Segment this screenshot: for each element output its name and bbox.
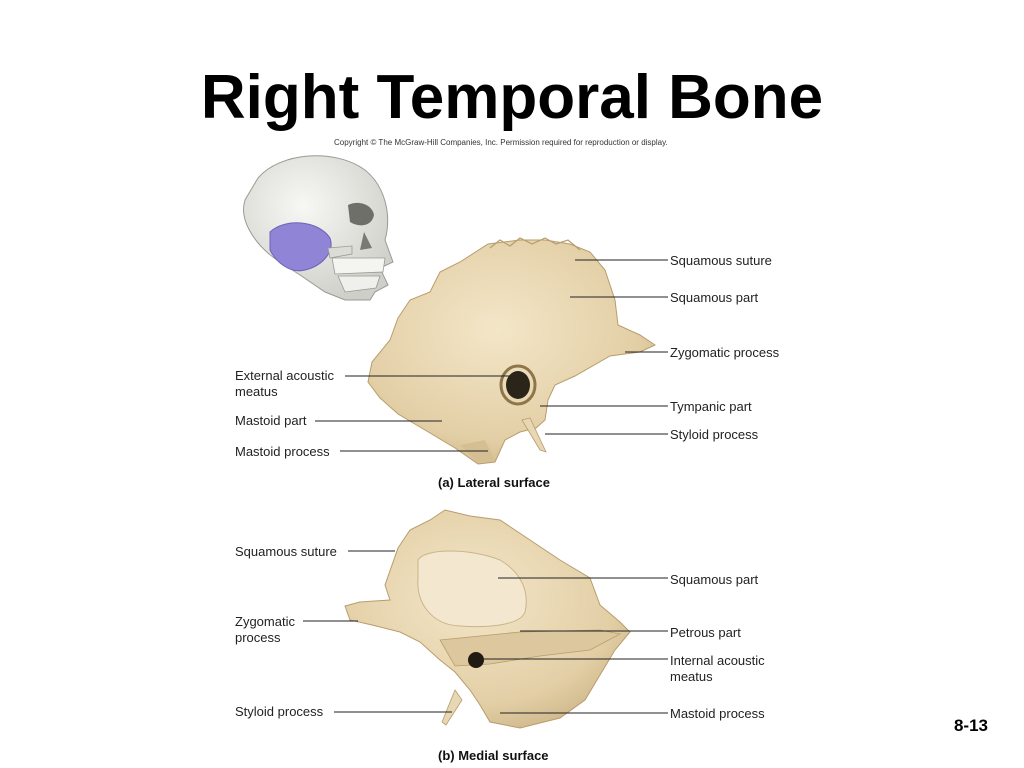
label-squamous-suture-lateral: Squamous suture (670, 253, 772, 268)
temporal-region-highlight (269, 222, 332, 272)
caption-lateral-surface: (a) Lateral surface (438, 475, 550, 490)
label-internal-acoustic-meatus-line2: meatus (670, 669, 713, 684)
caption-medial-surface: (b) Medial surface (438, 748, 549, 763)
label-zygomatic-process-medial-line2: process (235, 630, 281, 645)
medial-leader-lines (303, 550, 668, 714)
label-tympanic-part: Tympanic part (670, 399, 752, 414)
label-zygomatic-process-lateral: Zygomatic process (670, 345, 780, 360)
slide-title: Right Temporal Bone (200, 63, 824, 132)
lateral-bone-illustration (367, 237, 657, 465)
label-mastoid-process-medial: Mastoid process (670, 706, 765, 721)
lateral-leader-lines (315, 259, 668, 452)
label-zygomatic-process-medial-line1: Zygomatic (235, 614, 295, 629)
label-squamous-part-medial: Squamous part (670, 572, 759, 587)
skull-thumbnail (243, 155, 394, 301)
label-petrous-part: Petrous part (670, 625, 741, 640)
label-internal-acoustic-meatus-line1: Internal acoustic (670, 653, 765, 668)
medial-bone-illustration (344, 509, 631, 729)
label-styloid-process-lateral: Styloid process (670, 427, 759, 442)
label-styloid-process-medial: Styloid process (235, 704, 324, 719)
label-squamous-part-lateral: Squamous part (670, 290, 759, 305)
label-mastoid-process-lateral: Mastoid process (235, 444, 330, 459)
label-mastoid-part: Mastoid part (235, 413, 307, 428)
slide-number: 8-13 (953, 716, 988, 735)
copyright-notice: Copyright © The McGraw-Hill Companies, I… (334, 138, 668, 147)
label-external-acoustic-meatus-line1: External acoustic (235, 368, 334, 383)
label-squamous-suture-medial: Squamous suture (235, 544, 337, 559)
label-external-acoustic-meatus-line2: meatus (235, 384, 278, 399)
